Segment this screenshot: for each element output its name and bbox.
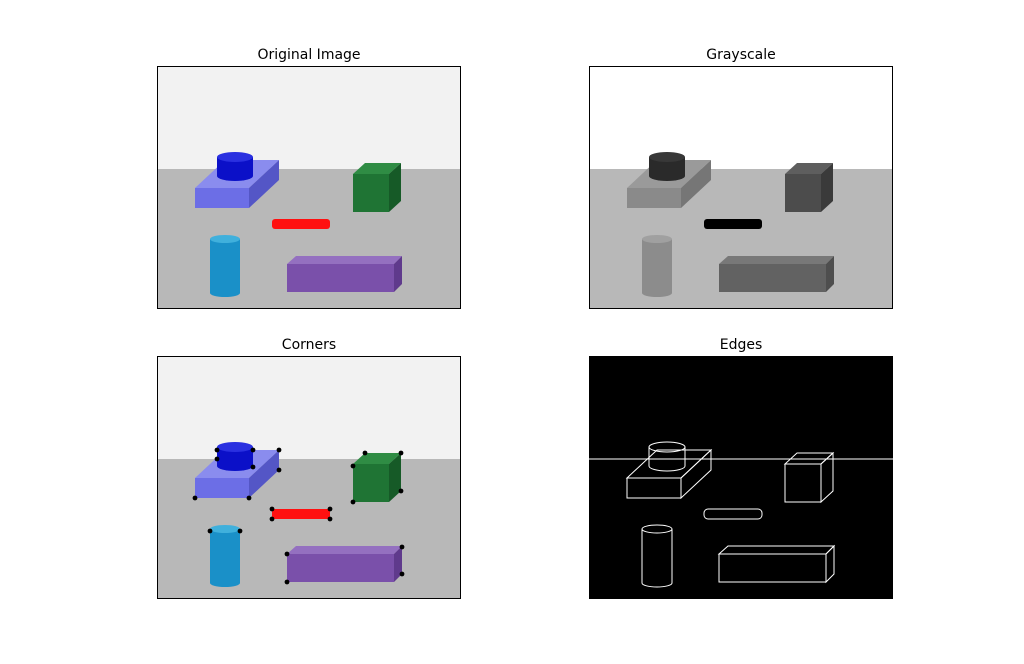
panel-frame [589,66,893,309]
edge-puck-body [648,447,686,472]
panel-frame [157,356,461,599]
slab-side-face [249,160,279,208]
corner-point [237,528,243,534]
cylinder-body [210,239,240,297]
cube-side-face [389,453,401,502]
original-image-view [157,66,461,309]
background-wall [157,356,461,459]
cylinder-top [210,525,240,533]
cylinder-top [210,235,240,243]
edge-slab-side [680,448,712,500]
grayscale-image-view [589,66,893,309]
cube-side-face [389,163,401,212]
slab-side-face [249,450,279,498]
box-front-face [287,264,394,292]
corner-point [284,579,290,585]
corner-point [399,571,405,577]
slab-front-face [195,188,249,208]
edge-box-side [825,544,835,584]
red-rod [272,509,330,519]
cube-top-face [353,453,401,464]
puck-body [649,157,685,181]
edges-image-view [589,356,893,599]
corner-point [327,516,333,522]
edge-cylinder-body [641,529,673,588]
corner-point [214,456,220,462]
corner-point [269,516,275,522]
background-wall [157,66,461,169]
corner-point [327,506,333,512]
corner-point [284,551,290,557]
box-side-face [826,256,834,292]
cylinder-body [210,529,240,587]
corner-point [192,495,198,501]
panel-title-original: Original Image [257,47,361,63]
edge-rod [703,508,763,520]
background-wall [589,66,893,169]
puck-body [217,447,253,471]
slab-front-face [627,188,681,208]
panel-frame [157,66,461,309]
box-side-face [394,256,402,292]
corner-point [350,499,356,505]
corner-point [207,528,213,534]
puck-body [217,157,253,181]
cube-front-face [353,464,389,502]
cylinder-top [642,235,672,243]
puck-top [649,152,685,162]
cube-front-face [785,174,821,212]
corner-point [276,467,282,473]
cylinder-body [642,239,672,297]
panel-title-grayscale: Grayscale [706,47,776,63]
corner-point [276,447,282,453]
cube-top-face [353,163,401,174]
corner-point [398,450,404,456]
corner-point [399,544,405,550]
cube-side-face [821,163,833,212]
slab-front-face [195,478,249,498]
box-front-face [287,554,394,582]
puck-top [217,152,253,162]
red-rod [704,219,762,229]
panel-title-edges: Edges [719,337,763,353]
box-top-face [719,256,834,264]
corner-point [362,450,368,456]
panel-title-corners: Corners [281,337,337,353]
corner-point [250,464,256,470]
box-front-face [719,264,826,292]
box-top-face [287,256,402,264]
corner-point [269,506,275,512]
red-rod [272,219,330,229]
corner-point [350,463,356,469]
corner-point [250,447,256,453]
cube-top-face [785,163,833,174]
cube-front-face [353,174,389,212]
edge-cube-side [820,451,834,504]
corners-image-view [157,356,461,599]
corner-point [398,488,404,494]
box-top-face [287,546,402,554]
corner-point [246,495,252,501]
slab-side-face [681,160,711,208]
puck-top [217,442,253,452]
corner-point [214,447,220,453]
